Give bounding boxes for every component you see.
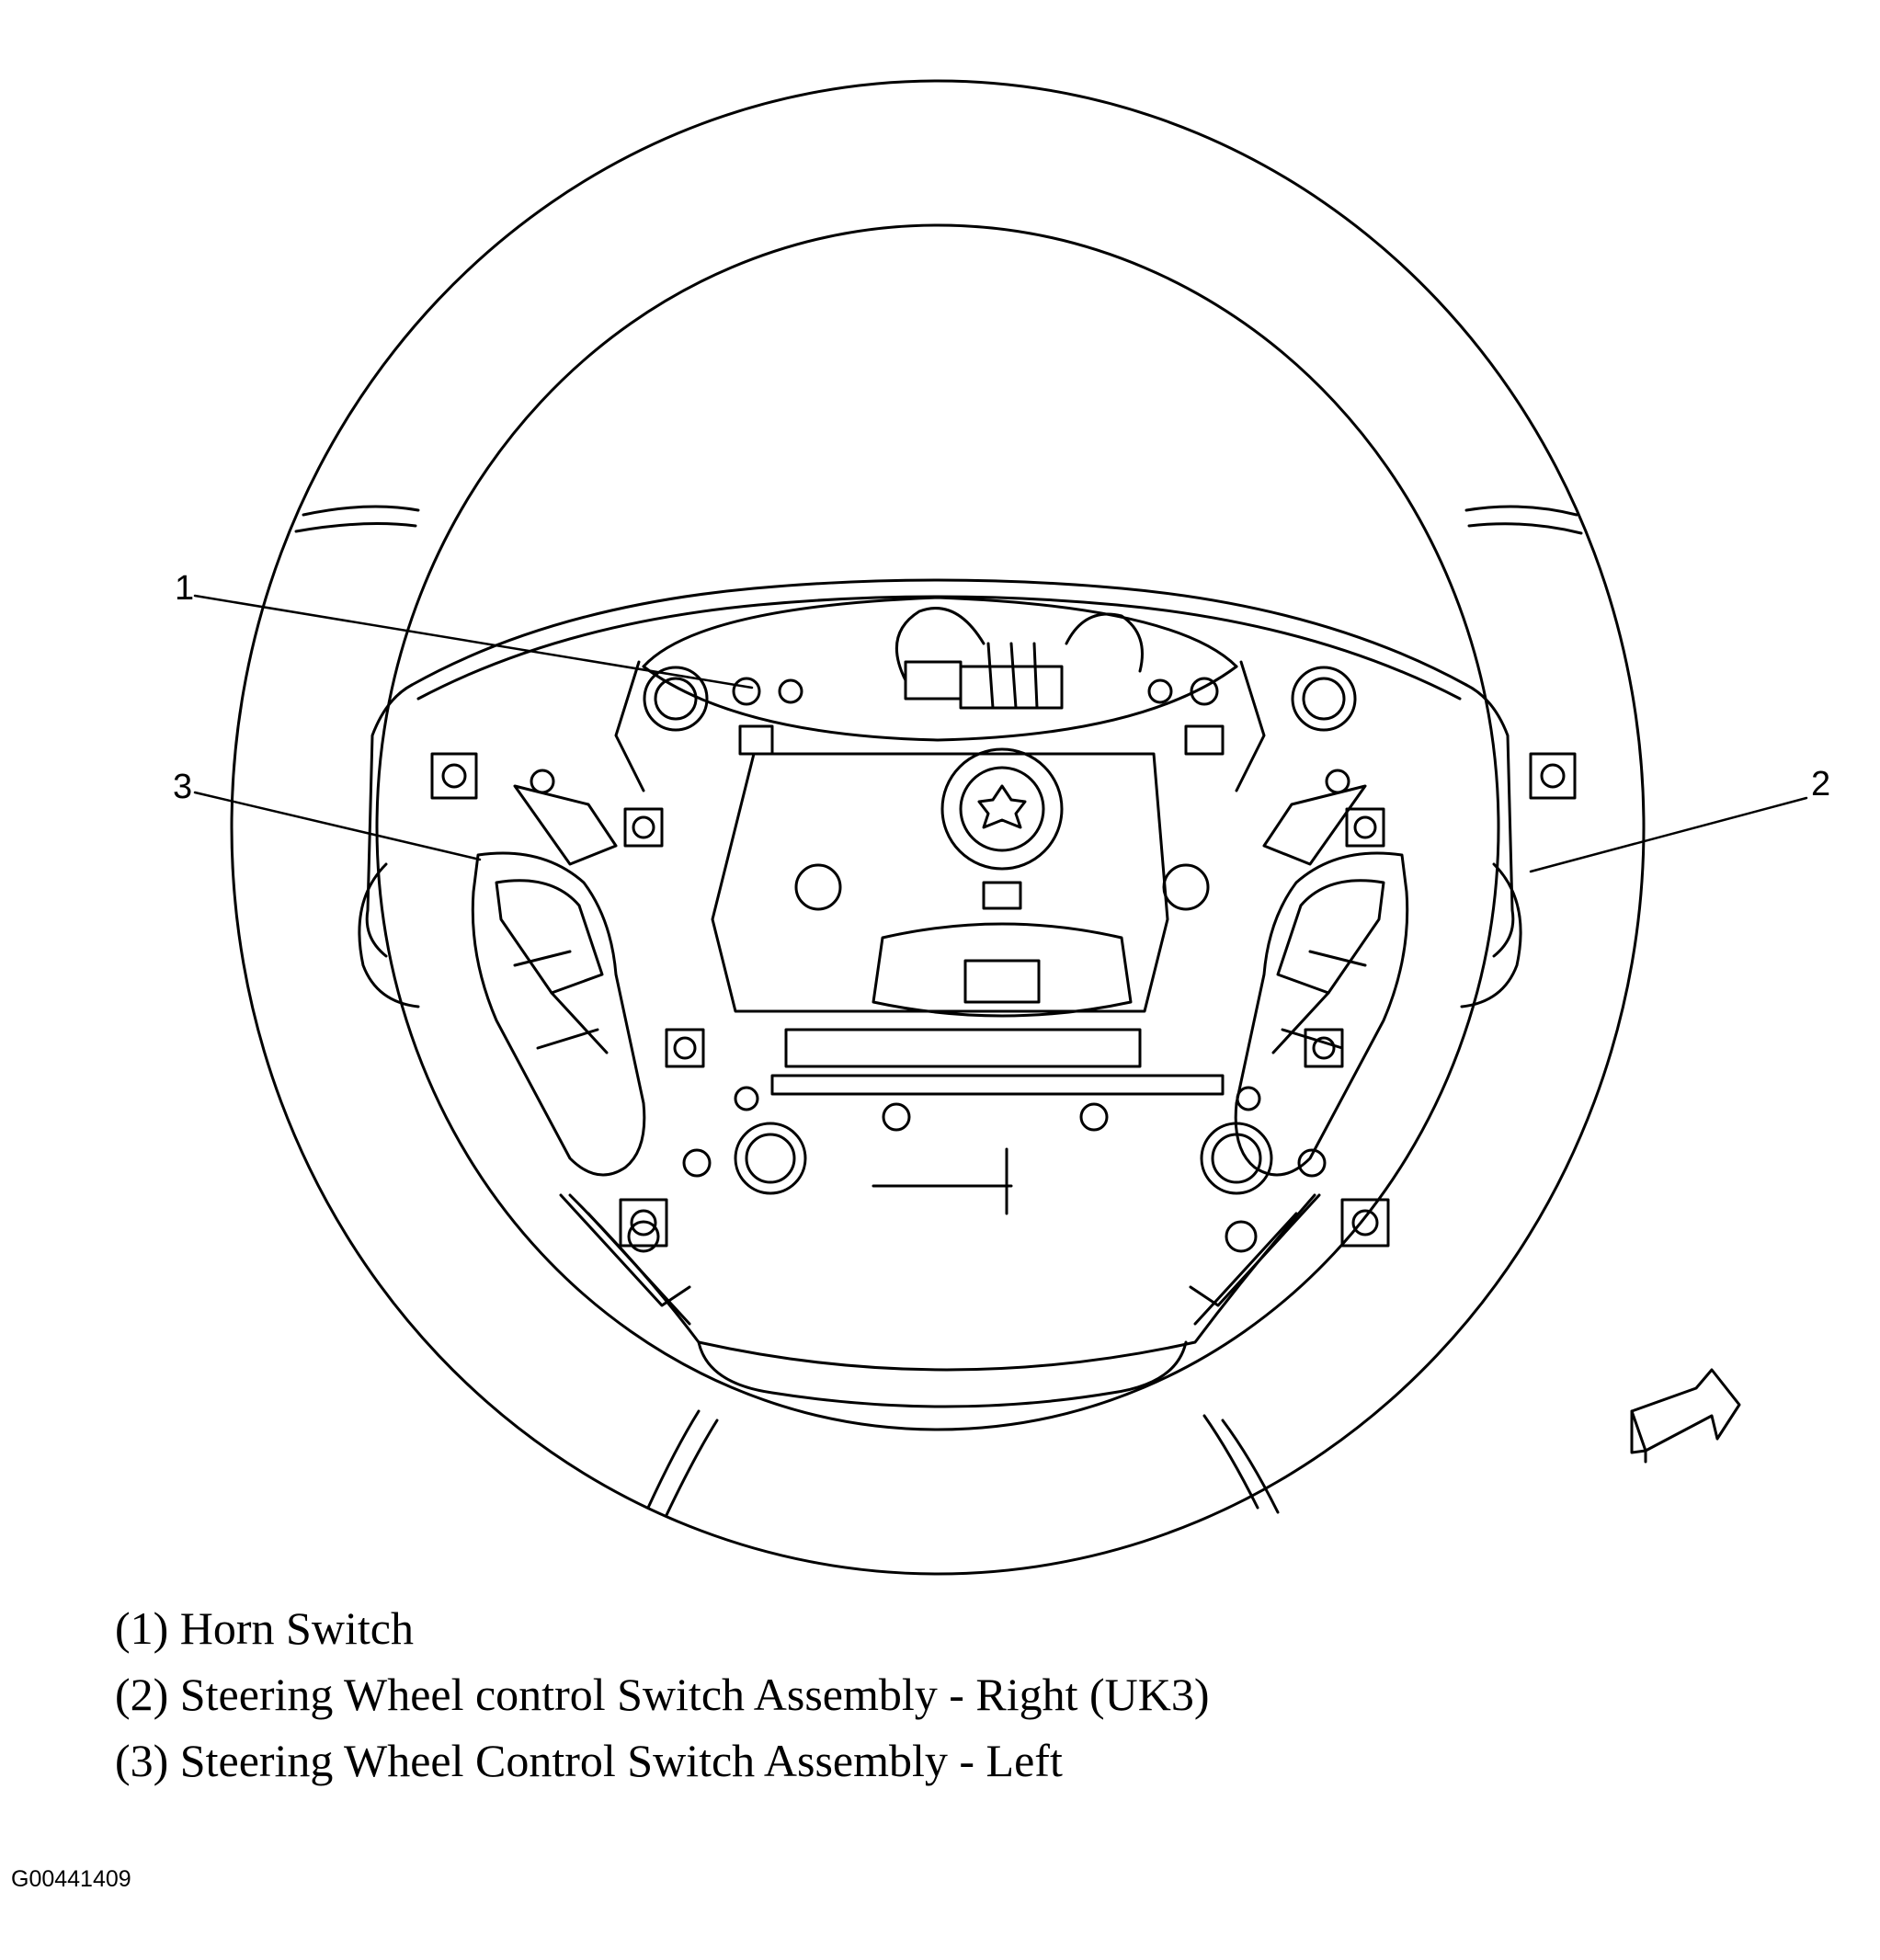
legend-item-horn-switch: (1) Horn Switch	[115, 1602, 414, 1654]
wiring-harness	[894, 607, 1144, 710]
leader-lines	[193, 594, 1808, 873]
callout-2-leader	[1529, 796, 1808, 873]
horn-switch	[732, 677, 1225, 756]
right-switch-assembly	[1189, 752, 1577, 1307]
callout-1-number: 1	[175, 569, 194, 608]
view-direction-arrow-icon	[1630, 1368, 1741, 1464]
callout-3-leader	[193, 791, 482, 861]
figure-id: G00441409	[11, 1866, 131, 1892]
callout-1-leader	[193, 594, 754, 689]
callout-3-number: 3	[173, 768, 192, 806]
legend: (1) Horn Switch (2) Steering Wheel contr…	[115, 1595, 1210, 1794]
airbag-mount	[711, 747, 1225, 1096]
callout-labels: 1 3 2	[173, 569, 1830, 806]
hub-bosses	[643, 666, 1357, 1195]
legend-item-left-switch-assembly: (3) Steering Wheel Control Switch Assemb…	[115, 1735, 1063, 1786]
legend-item-right-switch-assembly: (2) Steering Wheel control Switch Assemb…	[115, 1669, 1210, 1720]
wheel-rim	[230, 79, 1646, 1576]
callout-2-number: 2	[1811, 765, 1830, 803]
left-switch-assembly	[430, 752, 712, 1307]
lower-spoke	[568, 1086, 1316, 1408]
hub-housing	[358, 578, 1522, 1008]
